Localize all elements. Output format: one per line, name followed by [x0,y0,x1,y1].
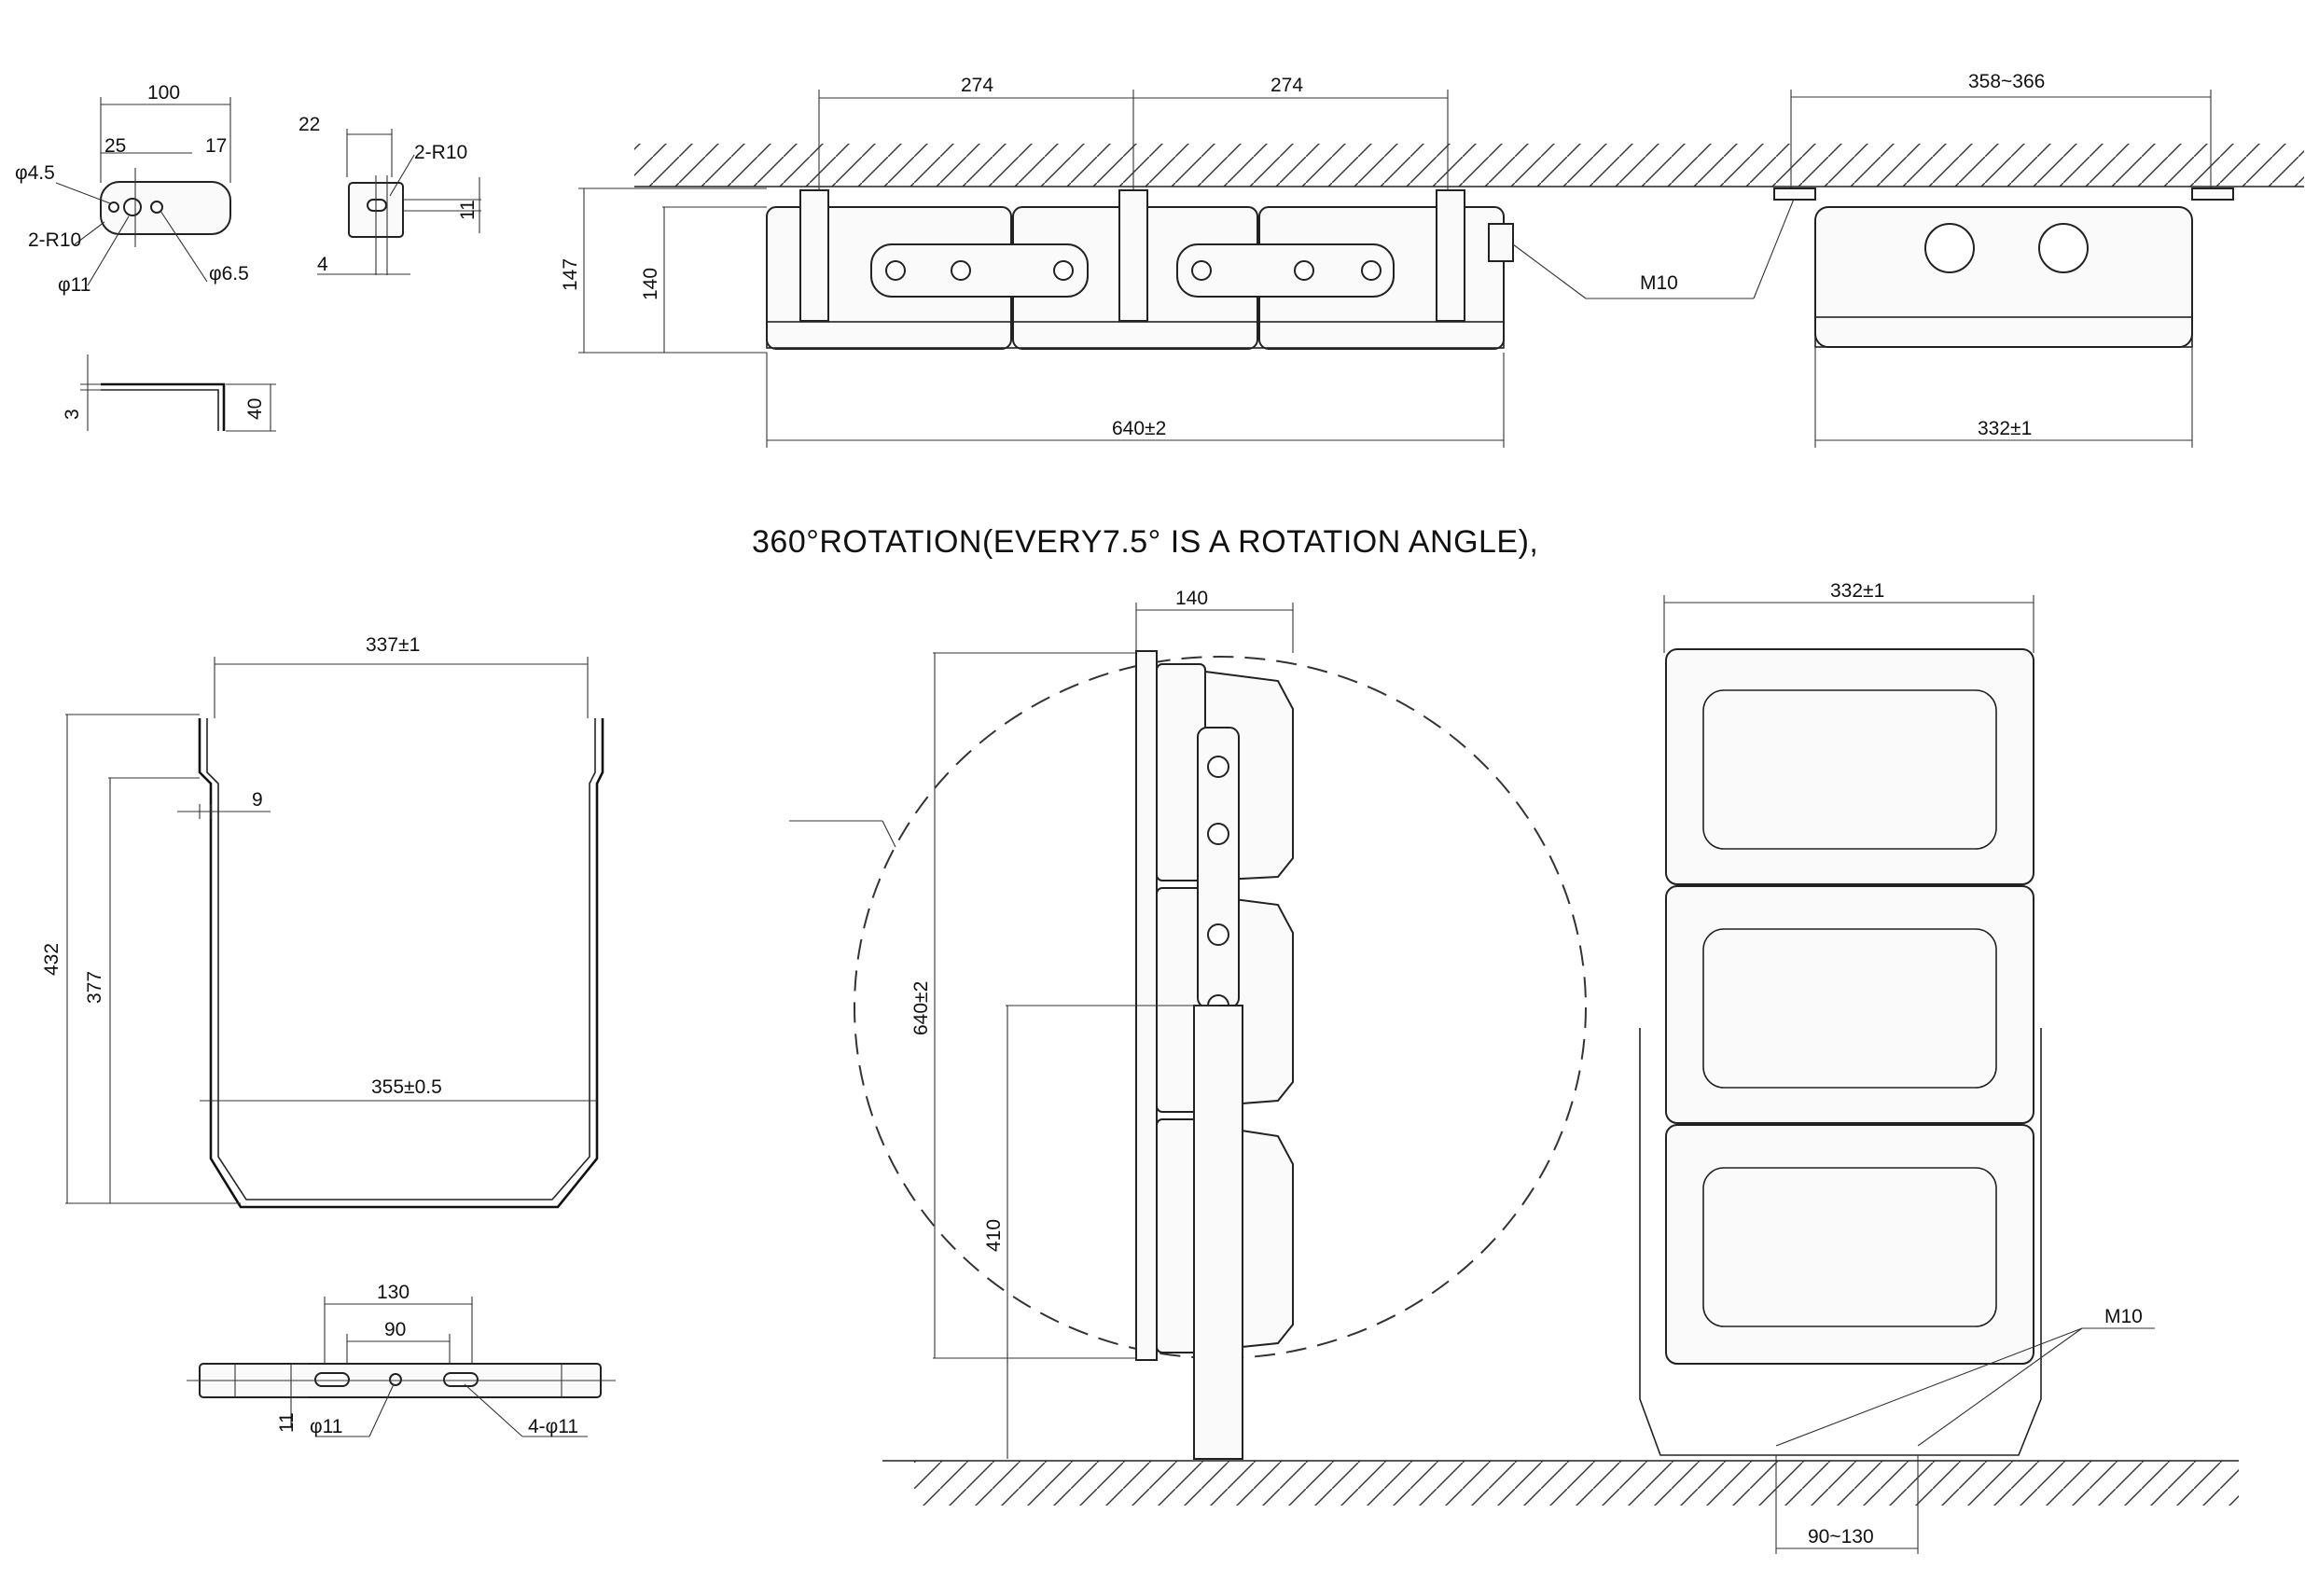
side-view-rotation: 140 640±2 410 [789,588,1587,1460]
base-hole-label: φ11 [310,1416,342,1437]
plate-width-label: 100 [147,82,180,104]
base-slot-span-label: 130 [377,1282,410,1303]
top-height-inner-label: 140 [640,268,661,300]
u-flange-label: 9 [252,789,263,811]
profile-height-label: 40 [244,398,266,420]
rotation-circle [854,656,1587,1359]
front-bolt-label: M10 [2104,1306,2143,1327]
u-bracket-view: 337±1 9 355±0.5 432 377 [41,634,604,1209]
plate-small-hole-label: φ4.5 [15,162,55,184]
top-height-outer-label: 147 [560,258,581,291]
u-height-inner-label: 377 [84,971,105,1004]
plate-radius-label: 2-R10 [28,229,81,251]
base-center-span-label: 90 [384,1319,406,1340]
side-thickness-label: 4 [317,254,328,275]
front-width-label: 332±1 [1830,580,1884,602]
top-view-ceiling-mount: 274 274 147 140 M10 [560,75,2304,448]
front-view-floor-mount: 332±1 M10 90~130 [1639,580,2155,1554]
plate-left-offset-label: 25 [104,135,126,157]
top-length-label: 640±2 [1112,418,1166,439]
u-height-outer-label: 432 [41,943,62,976]
top-bolt-label: M10 [1640,272,1678,294]
profile-thickness-label: 3 [62,409,83,420]
rotation-title: 360°ROTATION(EVERY7.5° IS A ROTATION ANG… [752,524,1538,560]
floor-hatch [914,1461,2239,1506]
side-pivot-height-label: 410 [983,1219,1005,1252]
base-holes-label: 4-φ11 [528,1416,578,1437]
end-span-label: 358~366 [1968,71,2045,92]
top-spacing-left-label: 274 [961,75,993,96]
side-length-label: 640±2 [910,981,932,1035]
plate-center-hole-label: φ11 [58,274,90,296]
bracket-profile-detail: 3 40 [62,354,276,432]
end-view-ceiling-mount: 358~366 332±1 [1773,71,2234,448]
plate-right-offset-label: 17 [205,135,227,157]
top-spacing-right-label: 274 [1271,75,1303,96]
plate-right-hole-label: φ6.5 [209,263,249,285]
bracket-side-detail: 22 2-R10 4 11 [299,114,481,275]
u-width-top-label: 337±1 [366,634,420,656]
fixture-modules [766,189,1514,350]
side-width-label: 22 [299,114,320,135]
front-anchor-span-label: 90~130 [1808,1526,1874,1547]
side-height-label: 11 [457,200,479,220]
side-depth-label: 140 [1175,588,1208,609]
u-width-bottom-label: 355±0.5 [371,1076,442,1098]
ceiling-hatch [634,144,2304,187]
base-view: 130 90 11 φ11 4-φ11 [187,1282,616,1437]
end-width-label: 332±1 [1978,418,2032,439]
bracket-plate-detail: 100 25 17 φ4.5 2-R10 φ11 φ6.5 [15,82,249,296]
base-thickness-label: 11 [276,1412,298,1433]
floor [882,1460,2239,1506]
side-radius-label: 2-R10 [414,142,467,163]
